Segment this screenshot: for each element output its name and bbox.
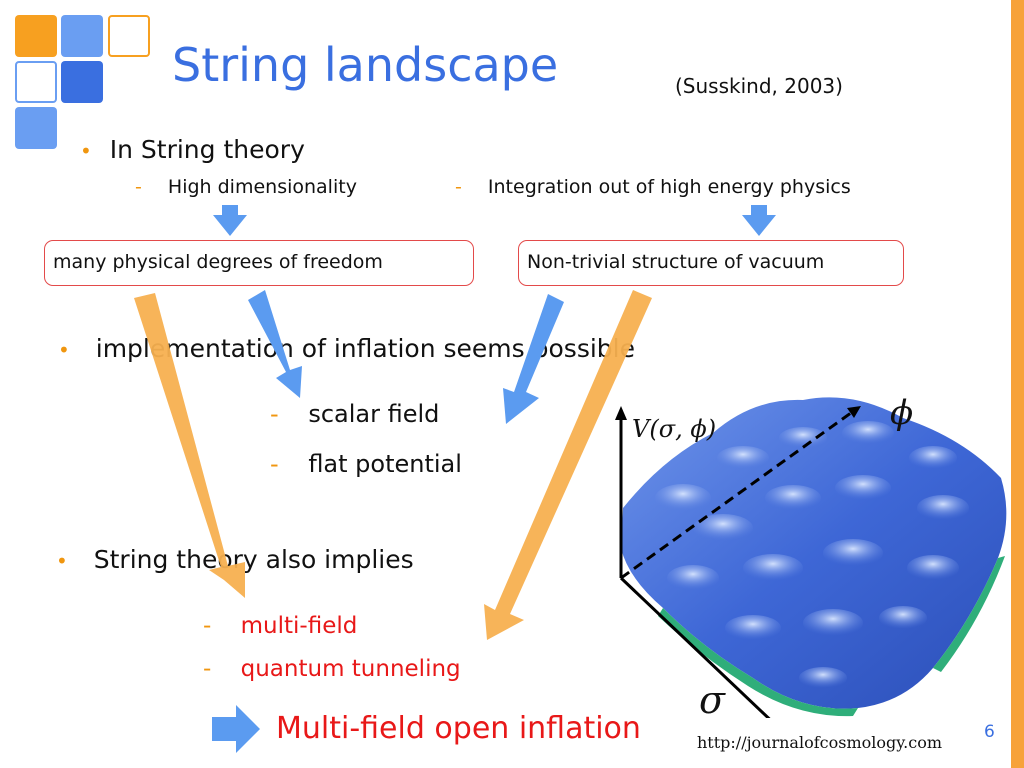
bullet-text: In String theory [109, 135, 305, 164]
box-vacuum-structure: Non-trivial structure of vacuum [518, 240, 904, 286]
dash-marker: - [203, 613, 212, 639]
dash-marker: - [135, 176, 142, 198]
logo-square [15, 107, 57, 149]
sub-text: multi-field [240, 613, 358, 639]
blue-down-arrow [213, 205, 247, 236]
dash-marker: - [270, 450, 279, 478]
logo-square [15, 61, 57, 103]
landscape-green-edge [933, 556, 1005, 672]
citation: (Susskind, 2003) [675, 74, 843, 98]
bullet-in-string-theory: • In String theory [80, 135, 305, 164]
dash-marker: - [270, 400, 279, 428]
bullet-marker: • [80, 139, 92, 163]
sub-multi-field: - multi-field [203, 613, 357, 639]
dash-marker: - [455, 176, 462, 198]
axis-arrowhead [847, 406, 861, 418]
blue-arrow [248, 290, 302, 398]
axis-arrowhead [615, 406, 627, 420]
axis-label-sigma: σ [699, 678, 725, 722]
page-number: 6 [984, 722, 995, 742]
sub-text: High dimensionality [167, 176, 357, 198]
bullet-marker: • [58, 338, 70, 362]
sub-quantum-tunneling: - quantum tunneling [203, 656, 461, 682]
box-text: many physical degrees of freedom [53, 251, 383, 273]
sub-text: flat potential [308, 450, 462, 478]
sub-text: scalar field [308, 400, 440, 428]
orange-arrow [484, 290, 652, 640]
blue-down-arrow [742, 205, 776, 236]
right-accent-bar [1011, 0, 1024, 768]
landscape-surface [621, 397, 1007, 709]
potential-landscape-figure [615, 397, 1007, 718]
logo-square [61, 15, 103, 57]
logo-square [15, 15, 57, 57]
image-credit: http://journalofcosmology.com [697, 733, 943, 752]
bullet-also-implies: • String theory also implies [56, 545, 414, 574]
sub-scalar-field: - scalar field [270, 400, 439, 428]
bullet-text: String theory also implies [93, 545, 414, 574]
conclusion-text: Multi-field open inflation [276, 711, 641, 746]
slide-title: String landscape [172, 38, 559, 92]
box-text: Non-trivial structure of vacuum [527, 251, 825, 273]
sub-text: quantum tunneling [240, 656, 461, 682]
dash-marker: - [203, 656, 212, 682]
conclusion-arrow [212, 705, 260, 753]
blue-arrow [503, 294, 564, 424]
logo-square [108, 15, 150, 57]
logo-square [61, 61, 103, 103]
sub-text: Integration out of high energy physics [487, 176, 851, 198]
axis-label-phi: ϕ [890, 393, 914, 433]
axis-sigma [619, 576, 771, 718]
orange-arrow [134, 293, 245, 598]
landscape-bumps [655, 421, 969, 689]
box-degrees-of-freedom: many physical degrees of freedom [44, 240, 474, 286]
sub-integration: - Integration out of high energy physics [455, 176, 851, 198]
axis-label-potential: V(σ, ϕ) [632, 415, 717, 443]
bullet-marker: • [56, 549, 68, 573]
axis-phi-dashed [620, 408, 856, 580]
sub-flat-potential: - flat potential [270, 450, 462, 478]
sub-high-dimensionality: - High dimensionality [135, 176, 357, 198]
